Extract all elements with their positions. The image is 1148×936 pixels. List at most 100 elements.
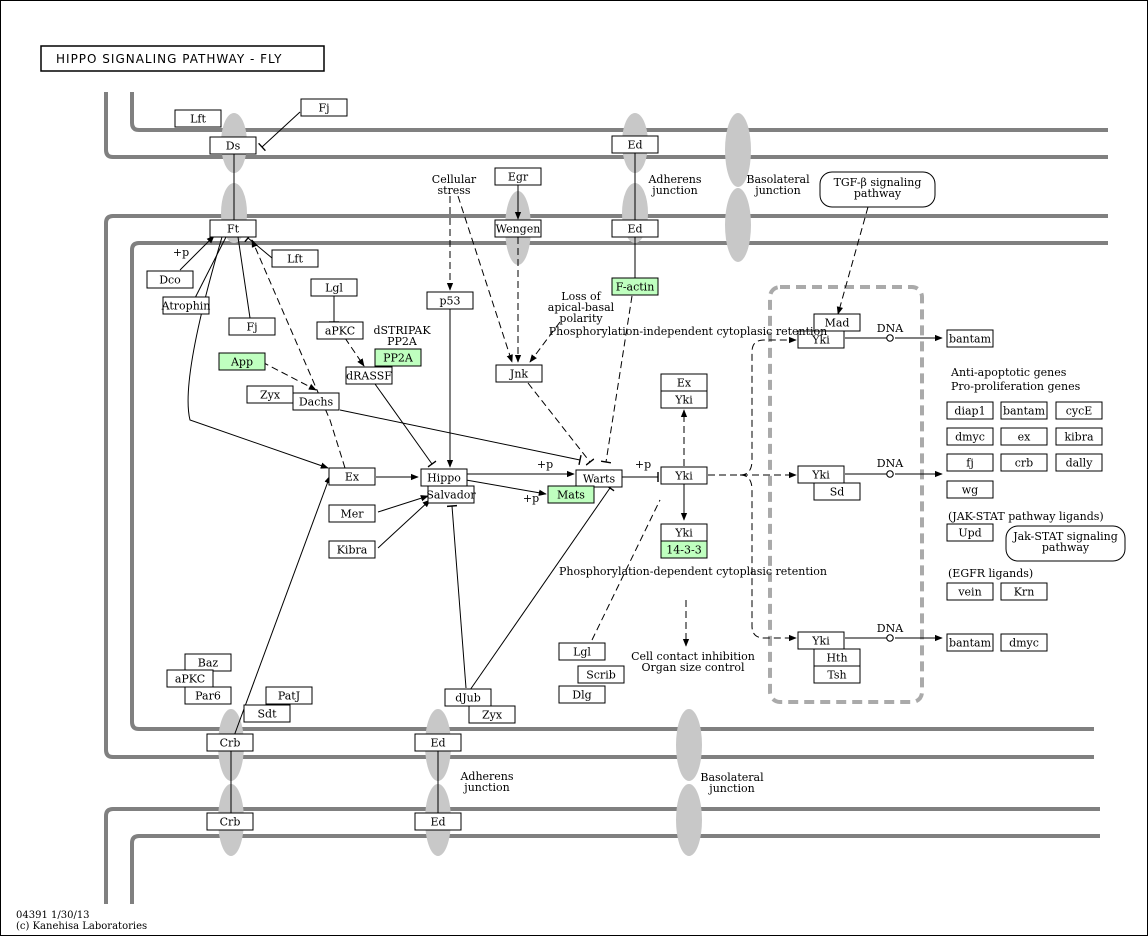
label-phos-indep: Phosphorylation-independent cytoplasic r… (549, 325, 828, 338)
gene-node-zyx-mid[interactable]: Zyx (246, 385, 294, 404)
gene-node-bantam2[interactable]: bantam (1000, 401, 1048, 420)
gene-node-crb-t[interactable]: crb (1000, 453, 1048, 472)
gene-node-pp2a[interactable]: PP2A (374, 348, 422, 367)
gene-node-ed-top[interactable]: Ed (611, 135, 659, 154)
gene-node-fj-mid[interactable]: Fj (228, 317, 276, 336)
label-phos-dep: Phosphorylation-dependent cytoplasic ret… (559, 565, 827, 578)
gene-node-label: Sdt (258, 708, 278, 721)
gene-node-mats[interactable]: Mats (547, 485, 595, 504)
gene-node-p1433[interactable]: 14-3-3 (660, 540, 708, 559)
gene-node-label: Lgl (573, 646, 591, 659)
pathway-map-label: TGF-β signaling (834, 176, 922, 189)
gene-node-dmyc1[interactable]: dmyc (946, 427, 994, 446)
gene-node-egr[interactable]: Egr (494, 167, 542, 186)
gene-node-ex-t[interactable]: ex (1000, 427, 1048, 446)
gene-node-mad[interactable]: Mad (813, 313, 861, 332)
gene-node-dmyc2[interactable]: dmyc (1000, 633, 1048, 652)
label-p-ft: +p (173, 246, 189, 259)
gene-node-kibra[interactable]: Kibra (328, 540, 376, 559)
gene-node-factin[interactable]: F-actin (611, 277, 659, 296)
gene-node-apkc-mid[interactable]: aPKC (316, 321, 364, 340)
gene-node-salvador[interactable]: Salvador (426, 485, 476, 504)
gene-node-krn[interactable]: Krn (1000, 582, 1048, 601)
gene-node-atrophin[interactable]: Atrophin (161, 296, 211, 315)
gene-node-cyce[interactable]: cycE (1055, 401, 1103, 420)
gene-node-label: aPKC (175, 673, 205, 686)
gene-node-wengen[interactable]: Wengen (494, 219, 542, 238)
gene-node-dlg[interactable]: Dlg (558, 685, 606, 704)
gene-node-ed-bot1[interactable]: Ed (414, 733, 462, 752)
gene-node-hippo[interactable]: Hippo (420, 468, 468, 487)
gene-node-vein[interactable]: vein (946, 582, 994, 601)
gene-node-ed-bot2[interactable]: Ed (414, 812, 462, 831)
gene-node-label: Ex (345, 471, 360, 484)
gene-node-app[interactable]: App (218, 352, 266, 371)
gene-node-yki-main[interactable]: Yki (660, 466, 708, 485)
gene-node-label: Hth (826, 652, 847, 665)
gene-node-ex-main[interactable]: Ex (328, 467, 376, 486)
gene-node-crb-mid[interactable]: Crb (206, 733, 254, 752)
gene-node-label: Mer (340, 508, 364, 521)
gene-node-label: Jnk (509, 368, 528, 381)
gene-node-par6[interactable]: Par6 (184, 686, 232, 705)
gene-node-kibra-t[interactable]: kibra (1055, 427, 1103, 446)
label-pp2a-label: PP2A (387, 335, 418, 348)
gene-node-lft-mid[interactable]: Lft (271, 249, 319, 268)
gene-node-bantam1[interactable]: bantam (946, 329, 994, 348)
gene-node-apkc-bot[interactable]: aPKC (166, 669, 214, 688)
gene-node-zyx-bot[interactable]: Zyx (468, 705, 516, 724)
gene-node-label: Baz (198, 657, 219, 670)
gene-node-tsh[interactable]: Tsh (813, 665, 861, 684)
gene-node-scrib[interactable]: Scrib (577, 665, 625, 684)
gene-node-yki-mad[interactable]: Yki (797, 330, 845, 349)
gene-node-label: Zyx (482, 709, 503, 722)
gene-node-lgl-bot[interactable]: Lgl (558, 642, 606, 661)
gene-node-label: Dco (159, 274, 181, 287)
gene-node-lgl-top[interactable]: Lgl (310, 278, 358, 297)
gene-node-hth[interactable]: Hth (813, 648, 861, 667)
gene-node-label: Fj (318, 102, 329, 115)
gene-node-sdt[interactable]: Sdt (243, 704, 291, 723)
gene-node-patj[interactable]: PatJ (265, 686, 313, 705)
gene-node-baz[interactable]: Baz (184, 653, 232, 672)
gene-node-dco[interactable]: Dco (146, 270, 194, 289)
gene-node-label: wg (962, 484, 978, 497)
gene-node-djub[interactable]: dJub (444, 688, 492, 707)
gene-node-yki-sd[interactable]: Yki (797, 465, 845, 484)
membranes (104, 92, 1108, 904)
gene-node-label: diap1 (954, 405, 985, 418)
gene-node-fj-top[interactable]: Fj (300, 98, 348, 117)
gene-node-p53[interactable]: p53 (426, 291, 474, 310)
gene-node-ds[interactable]: Ds (209, 136, 257, 155)
gene-node-yki-1433[interactable]: Yki (660, 523, 708, 542)
gene-node-dally[interactable]: dally (1055, 453, 1103, 472)
gene-node-crb-bot[interactable]: Crb (206, 812, 254, 831)
gene-node-ex-mid[interactable]: Ex (660, 373, 708, 392)
gene-node-mer[interactable]: Mer (328, 504, 376, 523)
gene-node-warts[interactable]: Warts (575, 469, 623, 488)
gene-node-bantam3[interactable]: bantam (946, 633, 994, 652)
gene-node-yki-ex[interactable]: Yki (660, 390, 708, 409)
label-antiapoptotic: Anti-apoptotic genes (950, 366, 1067, 379)
label-p-mats: +p (523, 492, 539, 505)
gene-node-fj-t[interactable]: fj (946, 453, 994, 472)
gene-node-label: Ed (430, 737, 445, 750)
gene-node-label: Sd (830, 486, 845, 499)
label-jak-ligands: (JAK-STAT pathway ligands) (948, 510, 1104, 523)
gene-node-jnk[interactable]: Jnk (495, 364, 543, 383)
gene-node-diap1[interactable]: diap1 (946, 401, 994, 420)
gene-node-ft[interactable]: Ft (209, 219, 257, 238)
gene-node-upd[interactable]: Upd (946, 523, 994, 542)
pathway-map-label: pathway (1042, 541, 1090, 554)
gene-node-sd[interactable]: Sd (813, 482, 861, 501)
gene-node-yki-hth[interactable]: Yki (797, 631, 845, 650)
gene-node-ed-mid[interactable]: Ed (611, 219, 659, 238)
gene-node-dachs[interactable]: Dachs (292, 392, 340, 411)
gene-node-lft-top[interactable]: Lft (174, 109, 222, 128)
gene-node-drassf[interactable]: dRASSF (345, 366, 393, 385)
gene-node-wg[interactable]: wg (946, 480, 994, 499)
